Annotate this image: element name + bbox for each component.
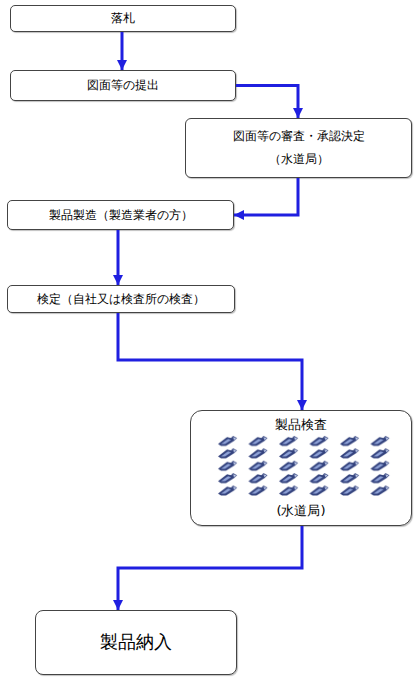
flow-arrow [236,86,298,119]
fittings-pattern [216,434,400,496]
box-label: 製品製造（製造業者の方） [49,208,193,223]
fittings-illustration [216,434,400,496]
flow-arrow [234,178,298,215]
process-box: 製品納入 [35,610,237,675]
flow-arrow [118,313,302,410]
box-label: 図面等の審査・承認決定 [233,129,365,144]
flow-arrow [117,230,120,285]
process-box: 図面等の提出 [10,70,236,101]
process-box: 検定（自社又は検査所の検査） [7,285,235,313]
flow-arrow [118,526,302,610]
box-label: (水道局) [276,503,325,519]
box-label: 落札 [111,11,135,26]
box-label: 図面等の提出 [87,78,159,93]
box-label: 検定（自社又は検査所の検査） [37,292,205,307]
process-box: 図面等の審査・承認決定 （水道局） [185,118,412,178]
box-label: 製品検査 [275,417,327,433]
process-box: 落札 [10,5,236,32]
process-box: 製品製造（製造業者の方） [7,200,234,230]
box-label: （水道局） [269,152,329,167]
flow-arrow [121,32,124,70]
box-label: 製品納入 [100,631,172,654]
